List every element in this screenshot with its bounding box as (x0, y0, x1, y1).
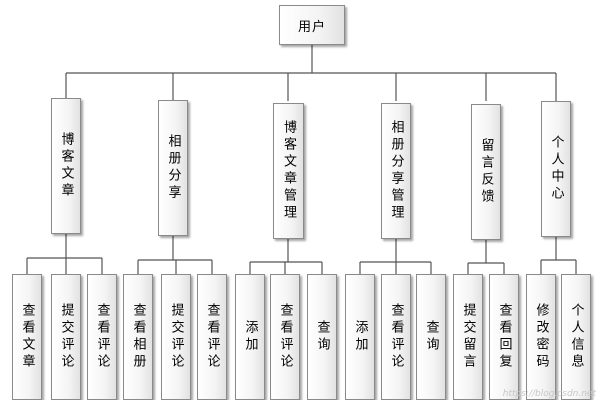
leaf-node: 修改密码 (526, 274, 556, 400)
leaf-label: 个人信息 (568, 303, 584, 371)
leaf-label: 查看评论 (204, 303, 220, 371)
leaf-label: 查询 (314, 320, 330, 354)
leaf-label: 查看评论 (388, 303, 404, 371)
leaf-label: 查看评论 (94, 303, 110, 371)
leaf-node: 添加 (235, 274, 265, 400)
branch-node-message-feedback: 留言反馈 (471, 104, 501, 240)
root-label: 用户 (297, 19, 326, 35)
leaf-node: 提交评论 (161, 274, 191, 400)
leaf-node: 查询 (416, 274, 446, 400)
leaf-label: 添加 (242, 320, 258, 354)
branch-label: 相册分享 (165, 134, 181, 202)
leaf-label: 提交留言 (460, 303, 476, 371)
leaf-label: 查看相册 (130, 303, 146, 371)
leaf-label: 查看文章 (19, 303, 35, 371)
leaf-node: 查询 (307, 274, 337, 400)
branch-node-album-admin: 相册分享管理 (381, 103, 411, 239)
leaf-label: 查看评论 (277, 303, 293, 371)
leaf-node: 提交评论 (51, 274, 81, 400)
branch-label: 博客文章管理 (281, 120, 296, 222)
leaf-node: 添加 (345, 274, 375, 400)
leaf-label: 提交评论 (168, 303, 184, 371)
leaf-node: 个人信息 (561, 274, 591, 400)
branch-label: 个人中心 (548, 135, 564, 203)
leaf-node: 查看评论 (87, 274, 117, 400)
leaf-label: 提交评论 (58, 303, 74, 371)
leaf-node: 查看文章 (12, 274, 42, 400)
leaf-node: 提交留言 (453, 274, 483, 400)
leaf-node: 查看回复 (489, 274, 519, 400)
branch-node-personal-center: 个人中心 (541, 101, 571, 237)
leaf-label: 查询 (423, 320, 439, 354)
root-node-user: 用户 (279, 5, 345, 45)
leaf-node: 查看评论 (381, 274, 411, 400)
leaf-label: 添加 (352, 320, 368, 354)
branch-node-blog-articles: 博客文章 (51, 98, 81, 234)
leaf-label: 查看回复 (496, 303, 512, 371)
leaf-node: 查看相册 (123, 274, 153, 400)
leaf-label: 修改密码 (533, 303, 549, 371)
branch-node-blog-admin: 博客文章管理 (273, 103, 304, 239)
branch-label: 相册分享管理 (388, 120, 404, 222)
branch-node-album-share: 相册分享 (158, 100, 188, 236)
branch-label: 留言反馈 (478, 138, 494, 206)
branch-label: 博客文章 (58, 132, 74, 200)
leaf-node: 查看评论 (197, 274, 227, 400)
leaf-node: 查看评论 (270, 274, 300, 400)
watermark-text: https://blog.csdn.net (502, 389, 596, 399)
